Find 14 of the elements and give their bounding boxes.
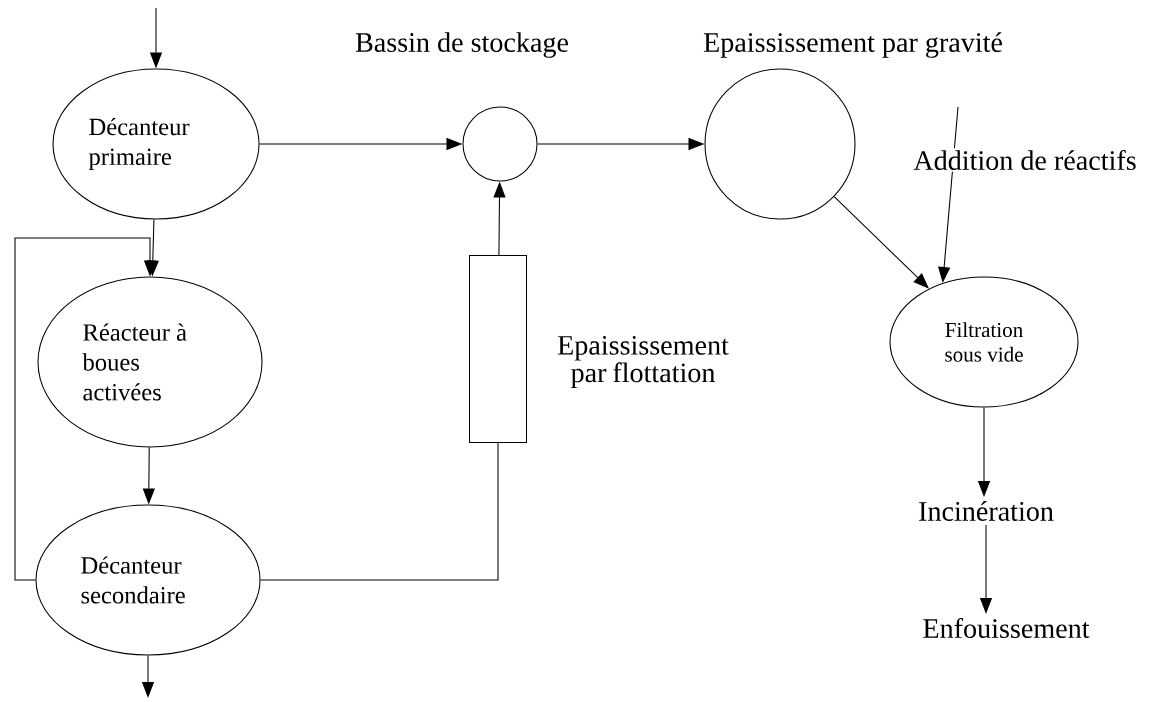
ellipse-node: Décanteur primaire bbox=[52, 68, 260, 220]
circle-node: Bassin de stockage bbox=[355, 32, 568, 182]
edge-label: Addition de réactifs bbox=[911, 148, 1139, 172]
arrow bbox=[938, 106, 959, 283]
arrow bbox=[14, 237, 157, 581]
node-label: Epaississement par flottation bbox=[557, 335, 729, 389]
ellipse-node: Filtration sous vide bbox=[889, 276, 1079, 408]
step-label: Enfouissement bbox=[923, 617, 1090, 639]
step-label: Incinération bbox=[919, 501, 1054, 521]
node-label: Bassin de stockage bbox=[355, 32, 568, 58]
ellipse-node: Réacteur à boues activées bbox=[37, 276, 263, 448]
tank-node: Epaississement par flottation bbox=[468, 254, 729, 443]
ellipse-node: Décanteur secondaire bbox=[35, 504, 261, 656]
node-label: Epaississement par gravité bbox=[703, 32, 1002, 58]
